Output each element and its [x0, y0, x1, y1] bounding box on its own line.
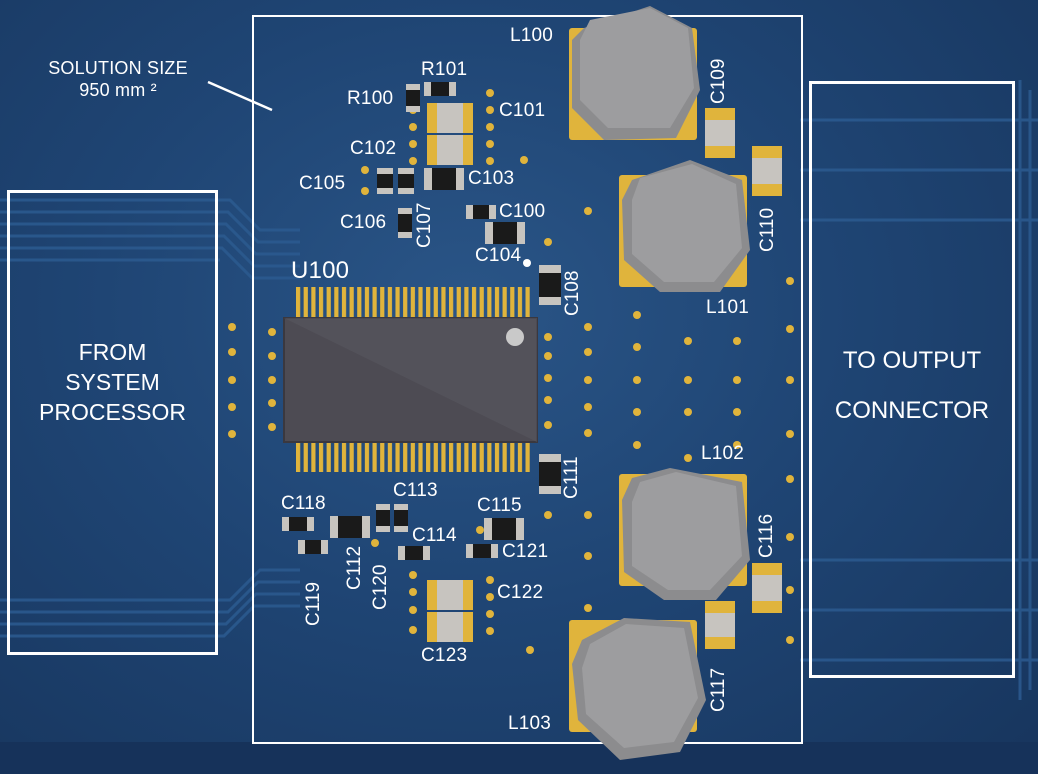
- label-l103: L103: [508, 713, 552, 734]
- processor-line-3: PROCESSOR: [39, 399, 186, 425]
- solution-outline: [252, 15, 803, 744]
- label-c106: C106: [340, 212, 387, 233]
- ic-pins-top: [296, 287, 530, 319]
- solution-size-value: 950 mm ²: [79, 80, 157, 100]
- label-c121: C121: [502, 541, 549, 562]
- label-c120: C120: [370, 564, 391, 610]
- label-c119: C119: [303, 581, 324, 626]
- processor-label: FROM SYSTEM PROCESSOR: [10, 337, 215, 427]
- label-r101: R101: [421, 59, 468, 80]
- label-r100: R100: [347, 88, 394, 109]
- label-c101: C101: [499, 100, 546, 121]
- capacitor-body-c117: [705, 601, 735, 649]
- label-c111: C111: [561, 456, 582, 499]
- processor-block: [7, 190, 218, 655]
- processor-line-2: SYSTEM: [65, 369, 160, 395]
- inductor-l102: [619, 468, 750, 600]
- inductor-l103: [569, 618, 706, 760]
- output-connector-block: [809, 81, 1015, 678]
- label-c104: C104: [475, 245, 522, 266]
- label-c115: C115: [477, 495, 522, 516]
- ic-pins-bottom: [296, 440, 530, 472]
- label-c102: C102: [350, 138, 397, 159]
- capacitor-body-c110: [752, 146, 782, 196]
- label-c108: C108: [562, 270, 583, 316]
- capacitor-body-c101-c102: [427, 103, 473, 165]
- processor-line-1: FROM: [78, 339, 147, 365]
- label-c123: C123: [421, 645, 468, 666]
- inductor-l101: [619, 160, 750, 292]
- capacitor-body-c116: [752, 563, 782, 613]
- output-line-1: TO OUTPUT: [842, 347, 982, 374]
- inductor-l100: [569, 6, 700, 140]
- capacitor-body-c122-c123: [427, 580, 473, 642]
- label-c100: C100: [499, 201, 546, 222]
- label-c116: C116: [756, 513, 777, 558]
- output-line-2: CONNECTOR: [834, 397, 990, 424]
- label-l101: L101: [706, 297, 750, 318]
- label-c109: C109: [708, 58, 729, 104]
- label-c110: C110: [757, 207, 778, 252]
- solution-size-label: SOLUTION SIZE 950 mm ²: [33, 57, 203, 101]
- label-c113: C113: [393, 480, 438, 501]
- ic-label-u100: U100: [291, 257, 350, 284]
- label-c112: C112: [344, 545, 365, 590]
- label-c107: C107: [414, 202, 435, 248]
- solution-size-title: SOLUTION SIZE: [48, 58, 188, 78]
- label-c118: C118: [281, 493, 326, 514]
- small-smd-parts: [282, 82, 561, 560]
- label-l100: L100: [510, 25, 554, 46]
- label-l102: L102: [701, 443, 745, 464]
- capacitor-body-c109: [705, 108, 735, 158]
- label-c103: C103: [468, 168, 515, 189]
- label-c105: C105: [299, 173, 346, 194]
- label-c122: C122: [497, 582, 544, 603]
- output-connector-label: TO OUTPUT CONNECTOR: [812, 336, 1012, 436]
- ic-pin1-marker: [506, 328, 524, 346]
- label-c114: C114: [412, 525, 457, 546]
- label-c117: C117: [708, 667, 729, 712]
